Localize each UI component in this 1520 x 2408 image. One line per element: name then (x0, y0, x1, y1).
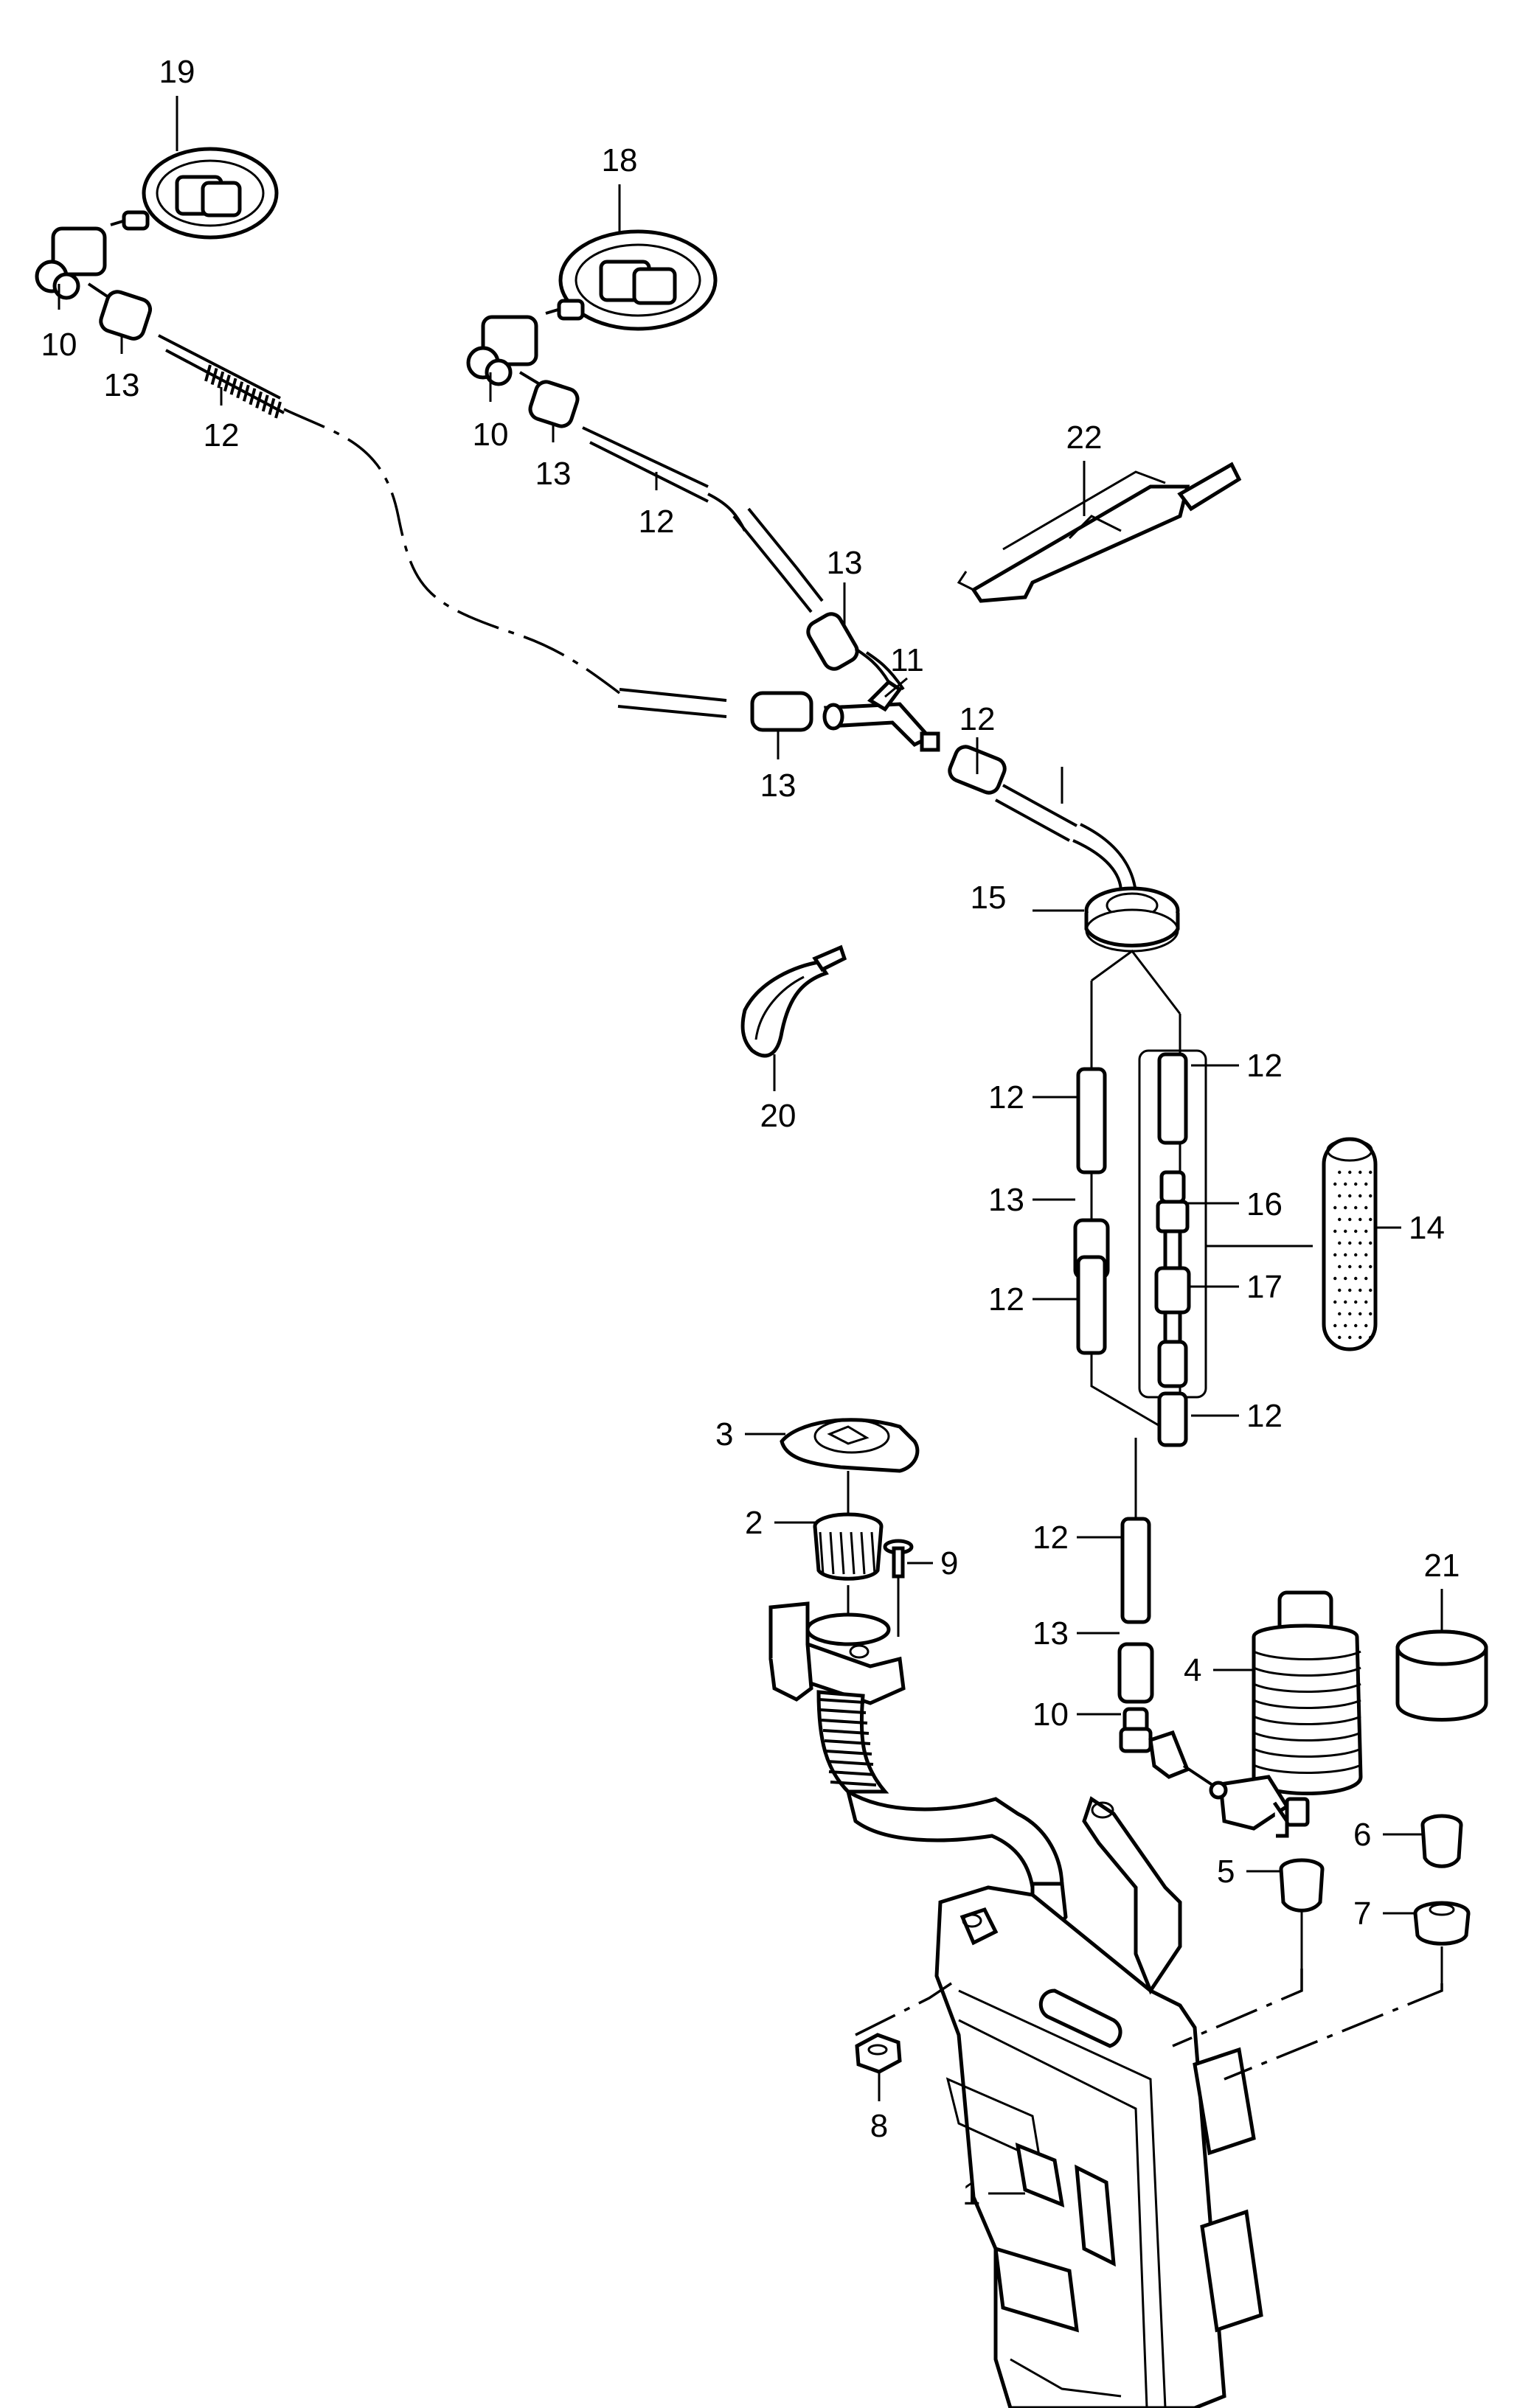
callout-5: 5 (1217, 1854, 1235, 1890)
callout-20: 20 (760, 1098, 797, 1134)
callout-14: 14 (1409, 1210, 1445, 1246)
filter-ring (1395, 1629, 1488, 1722)
callout-18: 18 (602, 142, 638, 178)
callout-3: 3 (715, 1416, 733, 1452)
callout-13: 13 (535, 456, 572, 492)
hose-bracket (957, 462, 1242, 603)
callout-17: 17 (1246, 1269, 1283, 1305)
callout-13: 13 (827, 545, 863, 581)
washer-pump (1218, 1590, 1363, 1838)
routing-line-left (283, 408, 621, 695)
callout-12: 12 (1033, 1520, 1069, 1556)
hex-nut (855, 2033, 902, 2074)
routing-line-pump (1172, 1969, 1303, 2047)
callout-10: 10 (41, 327, 77, 363)
insulation-sleeve (1322, 1137, 1378, 1351)
callout-labels: 19 10 13 12 18 10 13 12 22 13 11 13 12 1… (41, 54, 1460, 2212)
callout-8: 8 (870, 2108, 888, 2144)
grommet (1084, 886, 1180, 953)
hose-connector-center (750, 691, 813, 732)
callout-13: 13 (104, 367, 140, 403)
callout-11: 11 (890, 642, 924, 678)
hose-connector-mid (806, 612, 859, 671)
callout-12: 12 (1246, 1398, 1283, 1434)
washer-nozzle-right (466, 229, 718, 386)
hose-down-right (995, 784, 1137, 893)
washer-nozzle-left (35, 147, 279, 300)
callout-21: 21 (1424, 1548, 1460, 1584)
strainer (813, 1512, 884, 1622)
callout-13: 13 (988, 1182, 1024, 1218)
hose-column-right (1138, 1049, 1207, 1447)
callout-10: 10 (473, 417, 509, 453)
callout-12: 12 (988, 1281, 1024, 1318)
routing-line-nut (855, 1982, 952, 2036)
callout-9: 9 (940, 1545, 958, 1581)
callout-1: 1 (962, 2176, 980, 2212)
hose-center-left (617, 688, 727, 718)
pump-seal (1279, 1858, 1325, 1969)
routing-line-sensor (1224, 1983, 1443, 2081)
callout-13: 13 (760, 768, 797, 804)
callout-12: 12 (1246, 1048, 1283, 1084)
sensor-grommet (1413, 1901, 1471, 1983)
hose-left-upper (158, 334, 285, 419)
screw (883, 1539, 914, 1637)
callout-12: 12 (204, 417, 240, 453)
callout-10: 10 (1033, 1697, 1069, 1733)
leader-lines (58, 96, 1443, 2195)
callout-6: 6 (1353, 1817, 1371, 1853)
callout-19: 19 (159, 54, 195, 90)
hose-column-left (1073, 1067, 1110, 1355)
hose-right-upper (582, 426, 824, 613)
washer-reservoir (934, 1796, 1263, 2408)
hose-connector-right (528, 380, 580, 428)
callout-15: 15 (971, 880, 1007, 916)
callout-22: 22 (1066, 420, 1103, 456)
filler-neck (768, 1601, 1068, 1927)
callout-12: 12 (639, 504, 675, 540)
callout-4: 4 (1184, 1652, 1201, 1688)
filler-cap (780, 1418, 920, 1523)
level-sensor (1420, 1814, 1463, 1868)
hose-column-lower (1117, 1438, 1154, 1753)
cable-tie (740, 944, 847, 1058)
pump-connector (1148, 1730, 1228, 1800)
callout-2: 2 (745, 1505, 763, 1541)
callout-7: 7 (1353, 1896, 1371, 1932)
hose-connector-left (99, 290, 153, 341)
callout-12: 12 (988, 1079, 1024, 1116)
callout-12: 12 (959, 701, 996, 737)
callout-16: 16 (1246, 1186, 1283, 1222)
callout-13: 13 (1033, 1615, 1069, 1652)
